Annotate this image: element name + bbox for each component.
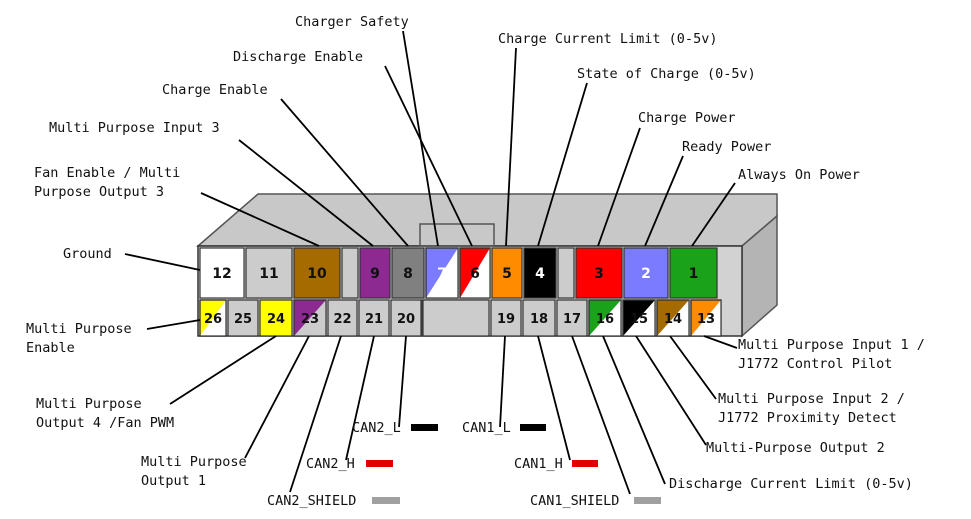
pin-number-14: 14 xyxy=(664,312,682,327)
pin-11: 11 xyxy=(245,247,293,299)
label-ground: Ground xyxy=(63,246,112,262)
pin-number-7: 7 xyxy=(437,266,447,282)
label-can2-h: CAN2_H xyxy=(306,456,355,472)
pin-24: 24 xyxy=(259,299,293,337)
label-mp-input2-line1: Multi Purpose Input 2 / xyxy=(718,391,905,407)
wire-swatches xyxy=(366,424,661,504)
pin-number-17: 17 xyxy=(563,312,581,327)
can1-h-wire-swatch xyxy=(572,460,598,467)
label-charge-current-limit: Charge Current Limit (0-5v) xyxy=(498,31,717,47)
label-ready-power: Ready Power xyxy=(682,139,771,155)
label-mp-output4-line2: Output 4 /Fan PWM xyxy=(36,415,174,431)
pin-8: 8 xyxy=(391,247,425,299)
pin-blank xyxy=(422,299,490,337)
pin-14: 14 xyxy=(656,299,690,337)
pin-25: 25 xyxy=(227,299,259,337)
can2-h-wire-swatch xyxy=(366,460,393,467)
label-mp-output1-line1: Multi Purpose xyxy=(141,454,247,470)
pin-20: 20 xyxy=(390,299,422,337)
pin-1: 1 xyxy=(669,247,718,299)
pin-number-1: 1 xyxy=(689,266,699,282)
pin-10: 10 xyxy=(293,247,341,299)
pin-number-12: 12 xyxy=(212,266,231,282)
pin-15: 15 xyxy=(622,299,656,337)
can2-l-wire-swatch xyxy=(411,424,438,431)
pin-number-11: 11 xyxy=(259,266,278,282)
pin-23: 23 xyxy=(293,299,327,337)
pin-4: 4 xyxy=(523,247,557,299)
can1-shield-wire-swatch xyxy=(634,497,661,504)
pin-labels: Charger Safety Discharge Enable Charge C… xyxy=(26,14,925,509)
pin-12: 12 xyxy=(199,247,245,299)
pin-number-10: 10 xyxy=(307,266,327,282)
label-charge-power: Charge Power xyxy=(638,110,736,126)
pin-19: 19 xyxy=(490,299,522,337)
label-can1-shield: CAN1_SHIELD xyxy=(530,493,619,509)
pin-16: 16 xyxy=(588,299,622,337)
label-can2-shield: CAN2_SHIELD xyxy=(267,493,356,509)
label-mp-input1-line1: Multi Purpose Input 1 / xyxy=(738,337,925,353)
label-state-of-charge: State of Charge (0-5v) xyxy=(577,66,756,82)
pin-number-26: 26 xyxy=(204,312,222,327)
pin-blank xyxy=(557,247,575,299)
pin-3: 3 xyxy=(575,247,623,299)
pin-number-5: 5 xyxy=(502,266,512,282)
label-mp-enable-line2: Enable xyxy=(26,340,75,356)
label-charger-safety: Charger Safety xyxy=(295,14,409,30)
pin-7: 7 xyxy=(425,247,459,299)
label-mp-input1-line2: J1772 Control Pilot xyxy=(738,356,892,372)
pin-13: 13 xyxy=(690,299,722,337)
pin-number-13: 13 xyxy=(697,312,715,327)
label-can1-h: CAN1_H xyxy=(514,456,563,472)
pin-9: 9 xyxy=(359,247,391,299)
pin-blank xyxy=(341,247,359,299)
pin-18: 18 xyxy=(522,299,556,337)
label-discharge-current-limit: Discharge Current Limit (0-5v) xyxy=(669,476,913,492)
connector-top-row: 12 11 10 9 8 7 6 5 4 3 2 1 xyxy=(199,247,718,299)
pin-2: 2 xyxy=(623,247,669,299)
leader-lines xyxy=(124,30,738,495)
pin-26: 26 xyxy=(199,299,227,337)
can2-shield-wire-swatch xyxy=(372,497,400,504)
pin-number-6: 6 xyxy=(470,266,480,282)
pin-number-8: 8 xyxy=(403,266,413,282)
pin-number-23: 23 xyxy=(301,312,319,327)
label-can2-l: CAN2_L xyxy=(352,420,401,436)
label-mp-output2: Multi-Purpose Output 2 xyxy=(706,440,885,456)
pin-number-4: 4 xyxy=(535,266,545,282)
pin-number-24: 24 xyxy=(267,312,285,327)
label-fan-enable-line2: Purpose Output 3 xyxy=(34,184,164,200)
pin-number-15: 15 xyxy=(630,312,648,327)
label-discharge-enable: Discharge Enable xyxy=(233,49,363,65)
pin-number-20: 20 xyxy=(397,312,415,327)
pin-6: 6 xyxy=(459,247,491,299)
pin-number-19: 19 xyxy=(497,312,515,327)
label-mp-input2-line2: J1772 Proximity Detect xyxy=(718,410,897,426)
label-mp-output4-line1: Multi Purpose xyxy=(36,396,142,412)
label-multi-purpose-input-3: Multi Purpose Input 3 xyxy=(49,120,220,136)
pin-number-16: 16 xyxy=(596,312,614,327)
pin-17: 17 xyxy=(556,299,588,337)
connector-bottom-row: 26 25 24 23 22 21 20 19 18 17 16 15 14 13 xyxy=(199,299,722,337)
pin-22: 22 xyxy=(327,299,358,337)
pin-number-2: 2 xyxy=(641,266,651,282)
pin-number-25: 25 xyxy=(234,312,252,327)
pin-number-22: 22 xyxy=(333,312,351,327)
can1-l-wire-swatch xyxy=(520,424,546,431)
label-mp-enable-line1: Multi Purpose xyxy=(26,321,132,337)
label-fan-enable-line1: Fan Enable / Multi xyxy=(34,165,180,181)
pin-number-9: 9 xyxy=(370,266,380,282)
pin-number-21: 21 xyxy=(365,312,383,327)
label-can1-l: CAN1_L xyxy=(462,420,511,436)
pin-21: 21 xyxy=(358,299,390,337)
label-always-on-power: Always On Power xyxy=(738,167,860,183)
label-charge-enable: Charge Enable xyxy=(162,82,268,98)
pin-number-3: 3 xyxy=(594,266,604,282)
pin-5: 5 xyxy=(491,247,523,299)
pin-number-18: 18 xyxy=(530,312,548,327)
label-mp-output1-line2: Output 1 xyxy=(141,473,206,489)
